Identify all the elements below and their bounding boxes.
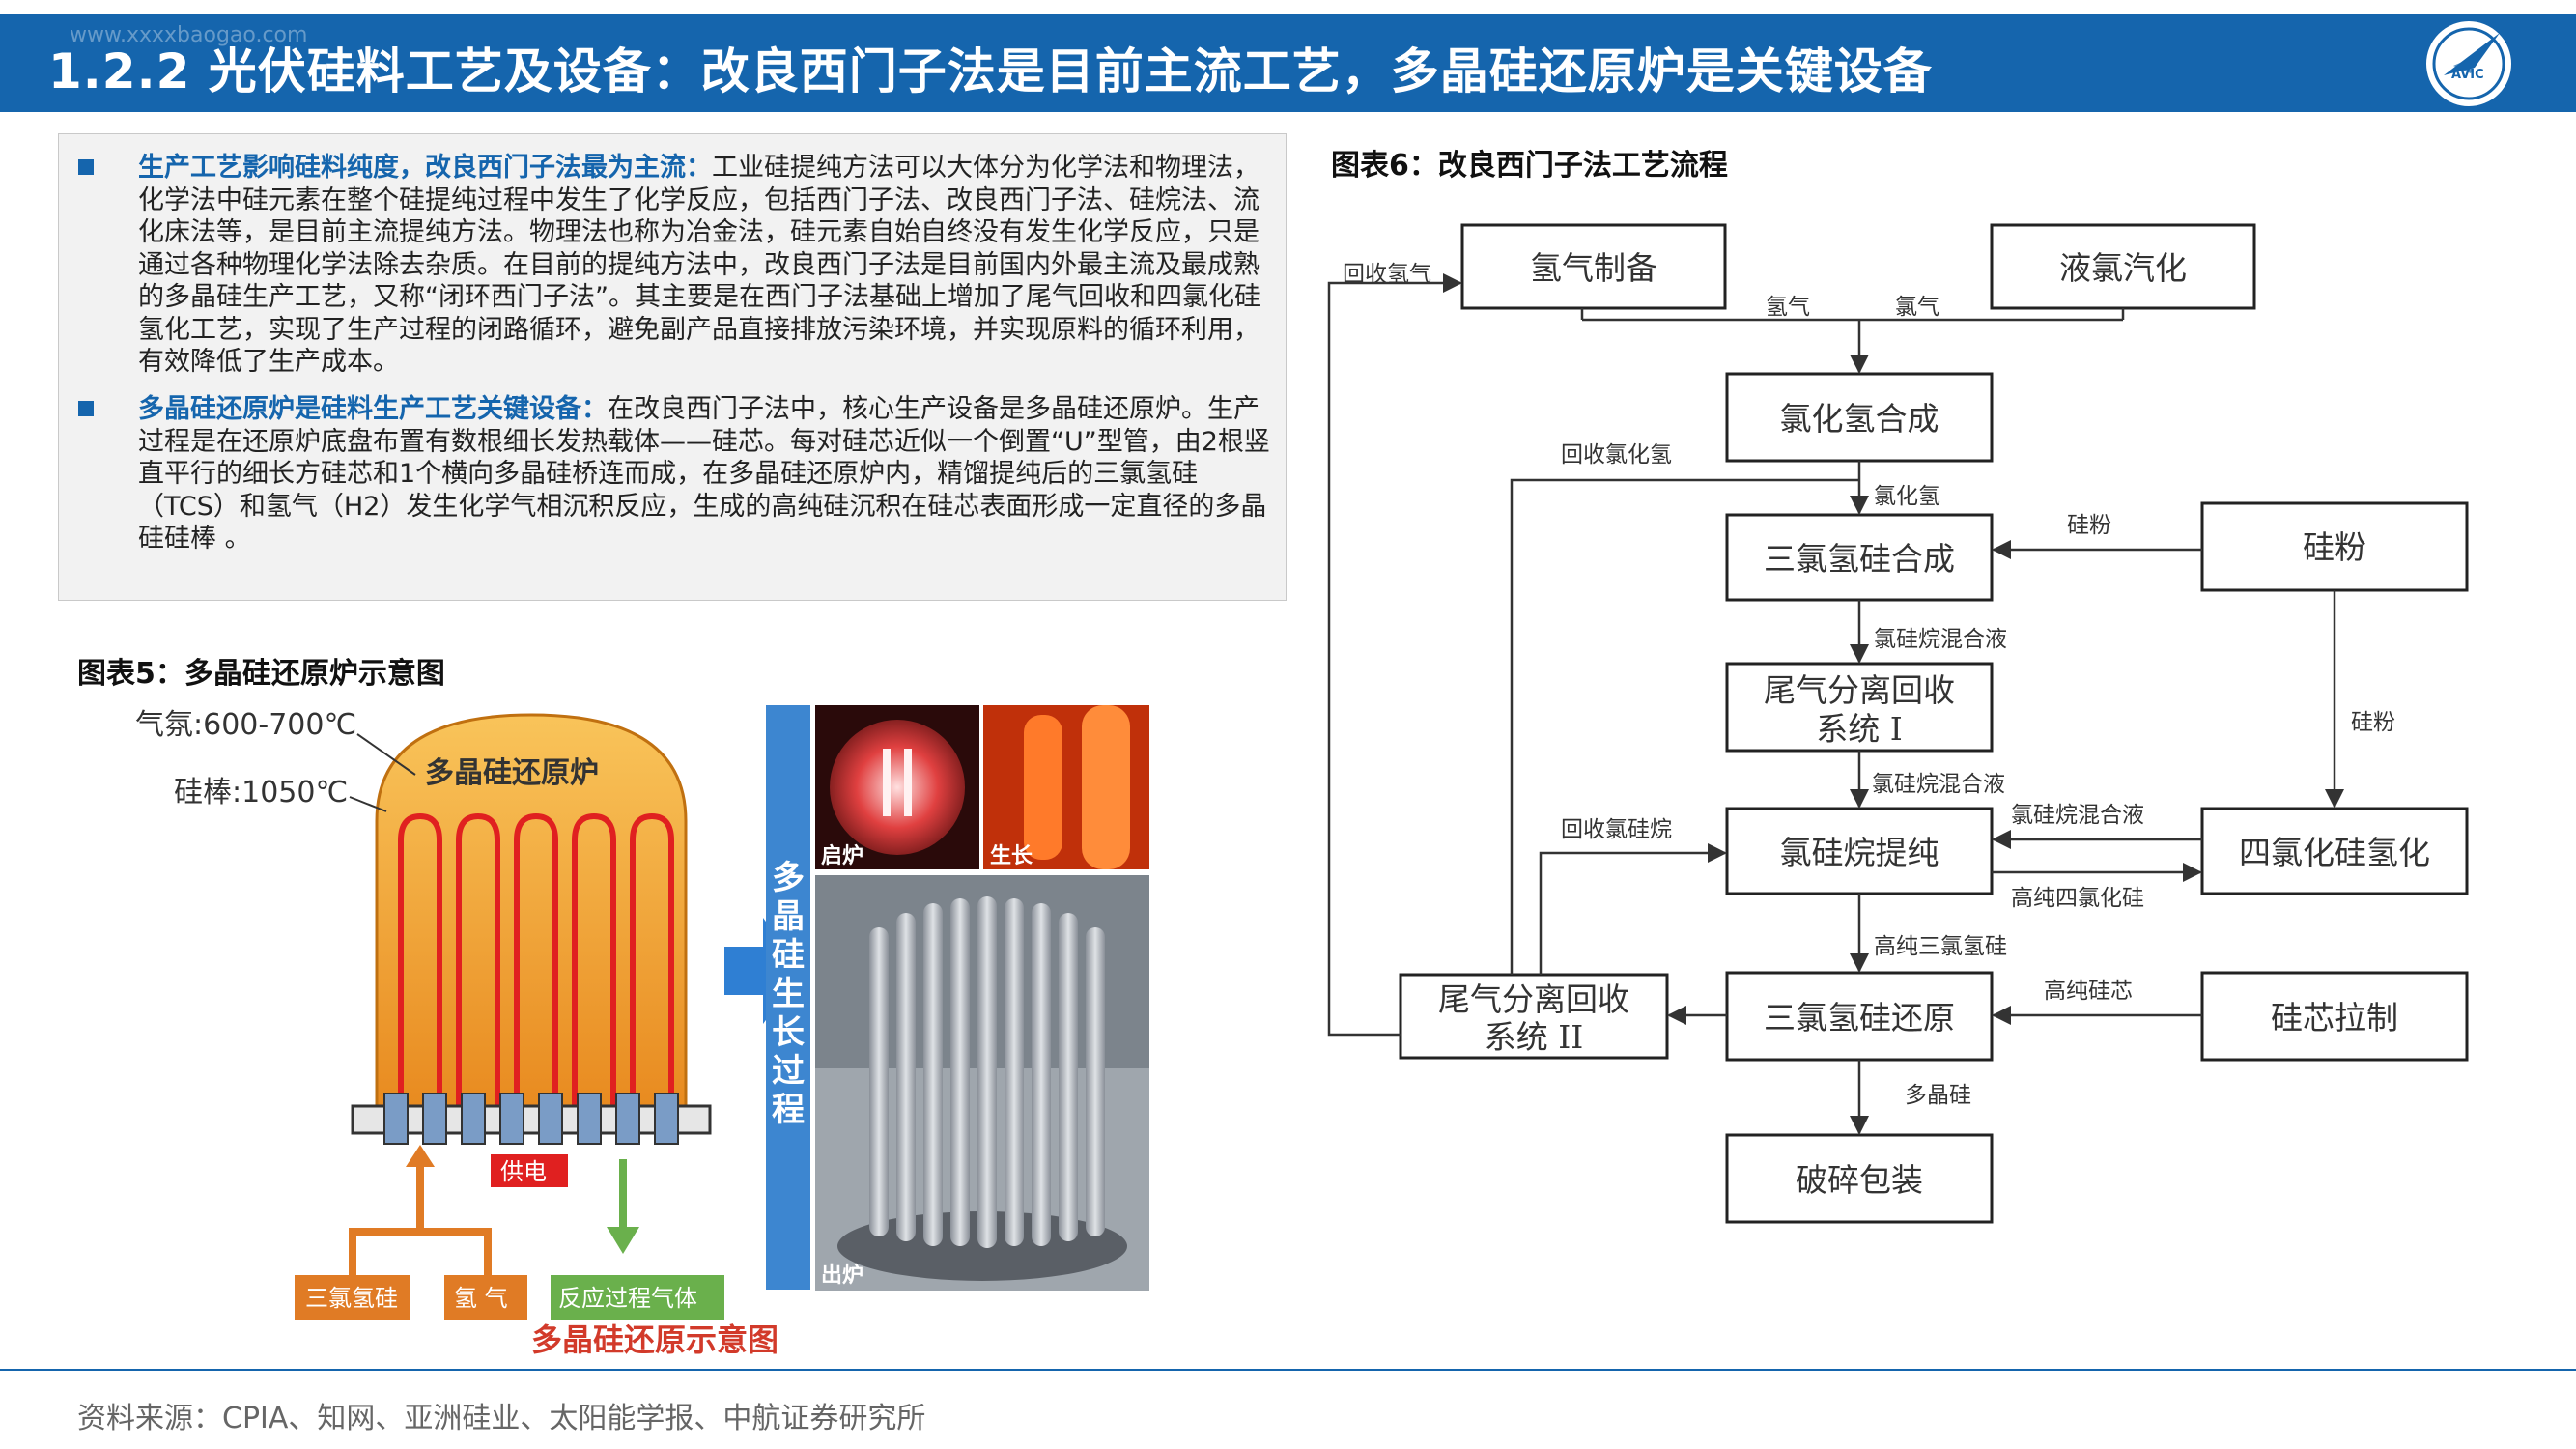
photo-start-label: 启炉 [821,843,863,868]
process-flowchart: 氢气制备 液氯汽化 氯化氢合成 三氯氢硅合成 硅粉 尾气分离回收 系统 I 氯硅… [1327,223,2469,1224]
growth-label-char: 晶 [772,897,805,936]
box-reduce [1725,971,1994,1062]
box-tail2-text-b: 系统 II [1485,1018,1584,1056]
furnace-diagram: 气氛:600-700℃ 硅棒:1050℃ 多晶硅还原炉 供电 三氯氢硅 氢 气 … [135,705,1149,1358]
label-recover-h2: 回收氢气 [1343,262,1431,287]
header-bar: www.xxxxbaogao.com 1.2.2 光伏硅料工艺及设备：改良西门子… [0,14,2576,112]
label-poly: 多晶硅 [1905,1083,1971,1108]
label-hp-stc: 高纯四氯化硅 [2011,886,2144,911]
rod-bundle [869,896,1105,1248]
box-tail1-text-a: 尾气分离回收 [1764,671,1955,709]
bullet-paragraph-1: 生产工艺影响硅料纯度，改良西门子法最为主流：工业硅提纯方法可以大体分为化学法和物… [138,152,1278,379]
box-si-powder [2200,501,2469,592]
base-plate [351,1104,712,1135]
label-h2: 氢气 [1766,295,1810,320]
box-tail2 [1399,973,1669,1060]
bullet-paragraph-2: 多晶硅还原炉是硅料生产工艺关键设备：在改良西门子法中，核心生产设备是多晶硅还原炉… [138,393,1278,555]
growth-label: 多晶硅生长过程 [772,859,805,1129]
box-crush [1725,1133,1994,1224]
bullet-heading-1: 生产工艺影响硅料纯度，改良西门子法最为主流： [138,153,712,183]
box-tail2-text-a: 尾气分离回收 [1438,980,1629,1018]
growth-label-char: 硅 [772,936,805,975]
figure6-caption: 图表6：改良西门子法工艺流程 [1331,149,1728,183]
box-core-pull-text: 硅芯拉制 [2271,999,2398,1037]
power-label: 供电 [500,1158,547,1185]
avic-logo-icon [2426,21,2511,106]
growth-bar [766,705,810,1290]
box-purify-text: 氯硅烷提纯 [1780,834,1939,871]
furnace-label: 多晶硅还原炉 [425,756,599,790]
source-note: 资料来源：CPIA、知网、亚洲硅业、太阳能学报、中航证券研究所 [77,1402,926,1435]
rod-temp-label: 硅棒:1050℃ [174,776,348,810]
photo-grow-label: 生长 [990,844,1033,868]
label-cl2: 氯气 [1895,295,1939,320]
summary-box: 生产工艺影响硅料纯度，改良西门子法最为主流：工业硅提纯方法可以大体分为化学法和物… [58,133,1287,601]
electrode-blocks [383,1093,679,1145]
bullet-marker [78,401,94,416]
bullet-body-1: 工业硅提纯方法可以大体分为化学法和物理法，化学法中硅元素在整个硅提纯过程中发生了… [138,153,1260,377]
power-badge [491,1154,568,1187]
label-hp-core: 高纯硅芯 [2044,979,2133,1004]
label-hp-tcs: 高纯三氯氢硅 [1874,934,2007,959]
furnace-dome [375,713,688,1113]
box-reduce-text: 三氯氢硅还原 [1764,999,1955,1037]
growth-label-text: 多晶硅生长过程 [772,859,805,1129]
input-box-tcs [295,1275,410,1320]
box-h2-prep [1460,223,1727,310]
furnace-diagram-title: 多晶硅还原示意图 [531,1321,778,1358]
gas-temp-label: 气氛:600-700℃ [135,708,356,742]
growth-label-char: 程 [772,1091,805,1129]
bullet-heading-2: 多晶硅还原炉是硅料生产工艺关键设备： [138,394,608,424]
output-box [551,1275,724,1320]
growth-label-char: 长 [772,1013,805,1052]
box-purify [1725,807,1994,895]
growth-label-char: 生 [772,975,805,1013]
label-recover-cs: 回收氯硅烷 [1561,817,1672,842]
label-recover-hcl: 回收氯化氢 [1561,442,1672,468]
footer-divider [0,1369,2576,1371]
label-si-powder-arrow: 硅粉 [2067,513,2111,538]
bullet-body-2: 在改良西门子法中，核心生产设备是多晶硅还原炉。生产过程是在还原炉底盘布置有数根细… [138,394,1270,554]
box-stc-hydro-text: 四氯化硅氢化 [2239,834,2430,871]
label-mix2: 氯硅烷混合液 [1872,772,2005,797]
label-hcl: 氯化氢 [1874,484,1940,509]
growth-label-char: 过 [772,1052,805,1091]
u-rods [398,812,674,1111]
box-core-pull [2200,971,2469,1062]
label-mix1: 氯硅烷混合液 [1874,627,2007,652]
photo-out-label: 出炉 [821,1264,863,1288]
input-h2-label: 氢 气 [454,1285,508,1312]
box-tcs-synth-text: 三氯氢硅合成 [1764,540,1955,578]
watermark: www.xxxxbaogao.com [70,23,308,47]
input-box-h2 [444,1275,527,1320]
box-stc-hydro [2200,807,2469,895]
box-hcl-synth-text: 氯化氢合成 [1780,400,1939,438]
growth-label-char: 多 [772,859,805,897]
label-si-powder-down: 硅粉 [2351,710,2395,735]
page-title: 1.2.2 光伏硅料工艺及设备：改良西门子法是目前主流工艺，多晶硅还原炉是关键设… [48,43,1933,99]
box-crush-text: 破碎包装 [1796,1161,1923,1199]
box-tail1-text-b: 系统 I [1816,710,1903,748]
logo-text: AVIC [2451,68,2484,82]
figure5-caption: 图表5：多晶硅还原炉示意图 [77,657,445,691]
box-h2-prep-text: 氢气制备 [1530,249,1657,287]
input-arrows [349,1159,492,1275]
box-cl-vapor-text: 液氯汽化 [2059,249,2187,287]
box-si-powder-text: 硅粉 [2303,528,2366,566]
input-tcs-label: 三氯氢硅 [305,1285,398,1312]
output-label: 反应过程气体 [558,1285,697,1312]
label-mix3: 氯硅烷混合液 [2011,803,2144,828]
bullet-marker [78,159,94,175]
